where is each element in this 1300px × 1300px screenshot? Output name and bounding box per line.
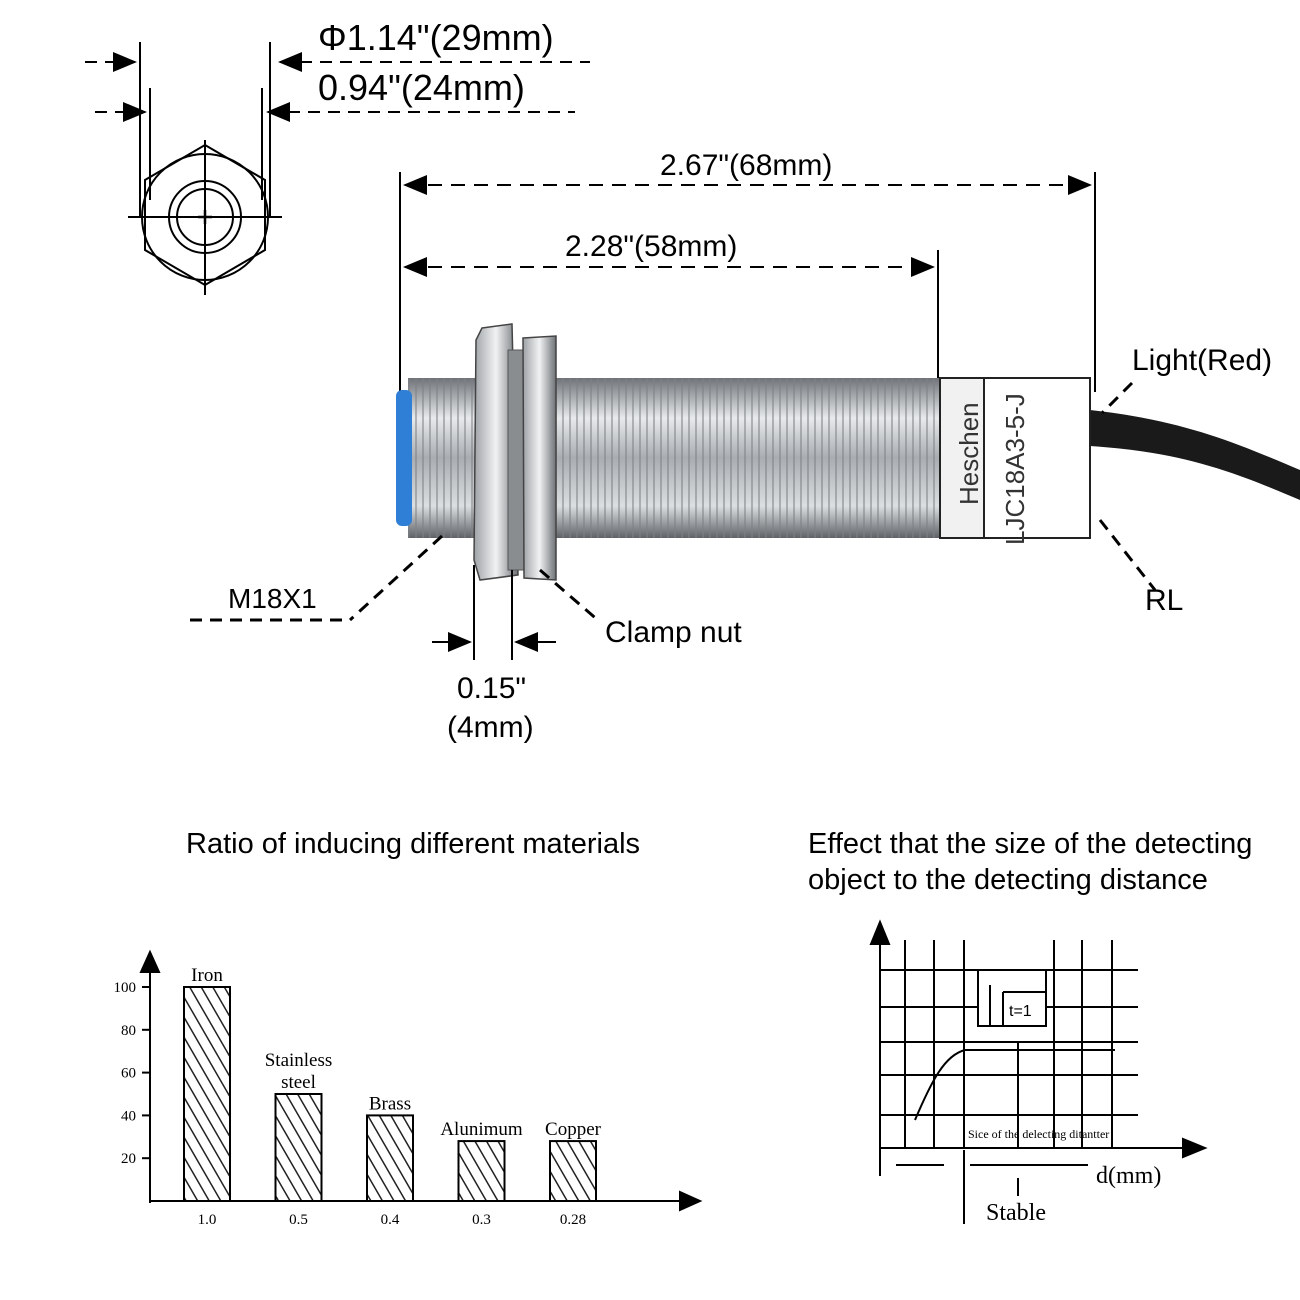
chart1-bar <box>183 986 231 1202</box>
chart1-ratio-label: 1.0 <box>198 1212 217 1228</box>
chart1-category-label: Brass <box>369 1093 411 1114</box>
chart2-title-line2: object to the detecting distance <box>808 864 1208 896</box>
length-dimensions <box>399 172 1096 395</box>
callout-lines <box>190 381 1157 660</box>
chart1-bar <box>549 1140 597 1202</box>
chart1-ratio-label: 0.3 <box>472 1212 491 1228</box>
chart1-ytick-label: 60 <box>121 1066 136 1082</box>
rl-label: RL <box>1145 584 1183 617</box>
chart2-stable-label: Stable <box>986 1200 1046 1226</box>
chart1-category-label: Iron <box>191 965 223 986</box>
chart1-category-label: Copper <box>545 1119 602 1140</box>
top-view-drawing <box>85 42 590 295</box>
nut-right <box>522 335 557 581</box>
chart1-title: Ratio of inducing different materials <box>186 828 640 860</box>
sensor-body <box>396 323 1300 581</box>
thread-label: M18X1 <box>228 583 317 614</box>
chart1-category-label: Alunimum <box>440 1119 523 1140</box>
chart1-category-label: steel <box>281 1072 316 1093</box>
chart2-x-label: d(mm) <box>1096 1163 1161 1189</box>
total-length-label: 2.67"(68mm) <box>660 149 832 182</box>
chart1-ytick-label: 80 <box>121 1023 136 1039</box>
sensor-cable <box>1090 410 1300 500</box>
inner-diameter-label: 0.94"(24mm) <box>318 67 525 108</box>
chart1-bar <box>274 1093 323 1202</box>
chart2-thickness-label: t=1 <box>1009 1003 1032 1020</box>
chart2-curve-label: Sice of the delecting ditantter <box>968 1127 1109 1141</box>
clamp-nut-label: Clamp nut <box>605 616 742 649</box>
light-label: Light(Red) <box>1132 344 1272 377</box>
chart1-y-ticks: 20 40 60 80 100 <box>114 980 150 1167</box>
chart1-category-label: Stainless <box>265 1050 333 1071</box>
nut-left <box>473 323 519 581</box>
sensing-face <box>396 390 412 526</box>
chart1-ratio-label: 0.4 <box>381 1212 400 1228</box>
thread-length-label: 2.28"(58mm) <box>565 230 737 263</box>
chart1-bar <box>366 1114 414 1203</box>
chart1-ytick-label: 20 <box>121 1151 136 1167</box>
nut-thickness-mm-label: (4mm) <box>447 711 534 744</box>
model-text: LJC18A3-5-J <box>1000 393 1030 545</box>
chart2-grid <box>869 919 1208 1224</box>
chart2-title-line1: Effect that the size of the detecting <box>808 828 1252 860</box>
chart1-ratio-label: 0.5 <box>289 1212 308 1228</box>
brand-text: Heschen <box>954 402 984 505</box>
nut-thickness-label: 0.15" <box>457 672 526 705</box>
chart1-ytick-label: 100 <box>114 980 137 996</box>
chart1-ratio-label: 0.28 <box>560 1212 586 1228</box>
outer-diameter-label: Φ1.14"(29mm) <box>318 17 554 58</box>
chart1-ytick-label: 40 <box>121 1108 136 1124</box>
chart1-bar <box>457 1140 506 1202</box>
